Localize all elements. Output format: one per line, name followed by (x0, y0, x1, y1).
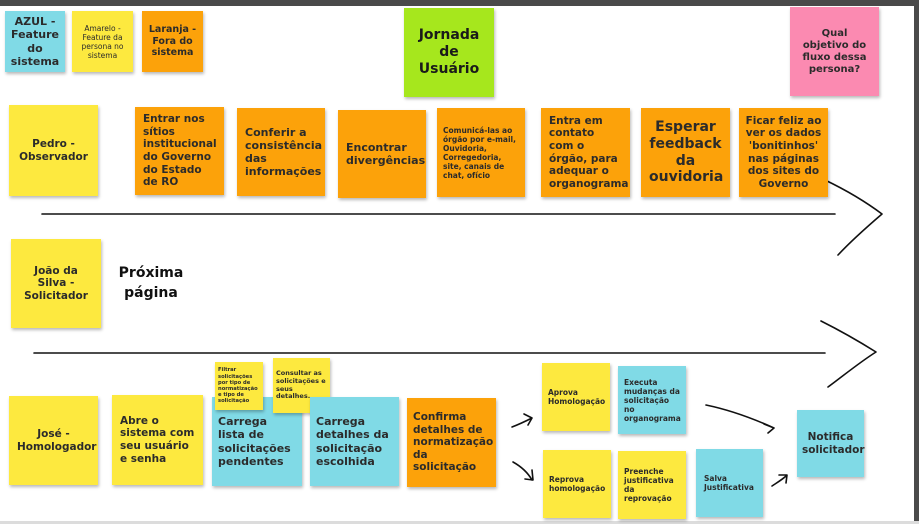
window-frame-right (914, 0, 919, 524)
lane3-load-details[interactable]: Carrega detalhes da solicitação escolhid… (310, 397, 399, 486)
journey-title: Jornada de Usuário (418, 27, 480, 77)
legend-blue-text: AZUL - Feature do sistema (10, 15, 60, 68)
lane3-save[interactable]: Salva Justificativa (696, 449, 763, 517)
persona-jose[interactable]: José - Homologador (9, 396, 98, 485)
lane3-consult[interactable]: Consultar as solicitações e seus detalhe… (273, 358, 330, 413)
lane1-step-4[interactable]: Comunicá-las ao órgão por e-mail, Ouvido… (437, 108, 525, 197)
persona-pedro[interactable]: Pedro - Observador (9, 105, 98, 196)
persona-joao-label: João da Silva - Solicitador (24, 264, 88, 302)
lane3-load-list-text: Carrega lista de solicitações pendentes (218, 415, 291, 468)
lane1-step-5[interactable]: Entra em contato com o órgão, para adequ… (541, 108, 630, 197)
next-page-label: Próxima página (118, 265, 184, 301)
lane3-notify-text: Notifica solicitador (802, 430, 865, 456)
lane3-confirm-text: Confirma detalhes de normatização da sol… (413, 411, 494, 474)
lane1-step-7[interactable]: Ficar feliz ao ver os dados 'bonitinhos'… (739, 108, 828, 197)
lane3-login-text: Abre o sistema com seu usuário e senha (120, 414, 195, 465)
lane3-reject[interactable]: Reprova homologação (543, 450, 611, 518)
lane3-login[interactable]: Abre o sistema com seu usuário e senha (112, 395, 203, 485)
lane1-step-5-text: Entra em contato com o órgão, para adequ… (549, 114, 629, 190)
lane3-execute-text: Executa mudanças da solicitação no organ… (624, 377, 681, 423)
lane1-step-3[interactable]: Encontrar divergências (338, 110, 426, 198)
lane3-execute[interactable]: Executa mudanças da solicitação no organ… (618, 366, 686, 434)
lane1-step-3-text: Encontrar divergências (346, 140, 426, 167)
lane1-step-2-text: Conferir a consistência das informações (245, 125, 323, 179)
persona-pedro-label: Pedro - Observador (19, 137, 88, 163)
lane3-justify[interactable]: Preenche justificativa da reprovação (618, 451, 686, 519)
window-frame-top (0, 0, 919, 6)
persona-jose-label: José - Homologador (17, 427, 97, 453)
lane1-step-1[interactable]: Entrar nos sítios institucional do Gover… (135, 107, 224, 195)
lane3-confirm[interactable]: Confirma detalhes de normatização da sol… (407, 398, 496, 487)
legend-blue-note[interactable]: AZUL - Feature do sistema (5, 11, 65, 72)
lane3-reject-text: Reprova homologação (549, 475, 606, 493)
lane-arrowhead-1 (824, 179, 883, 256)
journey-title-note[interactable]: Jornada de Usuário (404, 8, 494, 97)
legend-orange-note[interactable]: Laranja - Fora do sistema (142, 11, 203, 72)
arrow-to-approve (511, 413, 533, 428)
lane3-approve-text: Aprova Homologação (548, 388, 606, 406)
lane3-consult-text: Consultar as solicitações e seus detalhe… (276, 368, 326, 401)
lane1-step-1-text: Entrar nos sítios institucional do Gover… (143, 113, 217, 189)
lane3-load-details-text: Carrega detalhes da solicitação escolhid… (316, 415, 389, 468)
lane1-step-7-text: Ficar feliz ao ver os dados 'bonitinhos'… (745, 114, 822, 190)
lane3-notify[interactable]: Notifica solicitador (797, 410, 865, 477)
lane1-step-6-text: Esperar feedback da ouvidoria (649, 118, 724, 186)
lane3-approve[interactable]: Aprova Homologação (542, 363, 610, 431)
lane-arrowhead-2 (820, 320, 877, 388)
lane3-filter-text: Filtrar solicitações por tipo de normati… (218, 367, 258, 405)
arrow-to-reject (512, 461, 534, 481)
arrow-save-to-notify (771, 474, 788, 487)
question-note[interactable]: Qual objetivo do fluxo dessa persona? (790, 7, 879, 96)
lane1-step-2[interactable]: Conferir a consistência das informações (237, 108, 325, 196)
lane3-save-text: Salva Justificativa (704, 474, 754, 492)
lane1-step-6[interactable]: Esperar feedback da ouvidoria (641, 108, 730, 197)
window-frame-bottom (0, 521, 919, 524)
lane3-justify-text: Preenche justificativa da reprovação (624, 467, 674, 503)
legend-yellow-note[interactable]: Amarelo - Feature da persona no sistema (72, 11, 133, 72)
persona-joao[interactable]: João da Silva - Solicitador (11, 239, 101, 328)
lane3-filter[interactable]: Filtrar solicitações por tipo de normati… (215, 362, 263, 410)
legend-yellow-text: Amarelo - Feature da persona no sistema (81, 23, 124, 60)
lane3-load-list[interactable]: Carrega lista de solicitações pendentes (212, 397, 302, 486)
question-text: Qual objetivo do fluxo dessa persona? (802, 27, 867, 75)
arrow-execute-to-notify (705, 404, 775, 434)
lane1-step-4-text: Comunicá-las ao órgão por e-mail, Ouvido… (443, 125, 516, 180)
legend-orange-text: Laranja - Fora do sistema (148, 24, 197, 59)
